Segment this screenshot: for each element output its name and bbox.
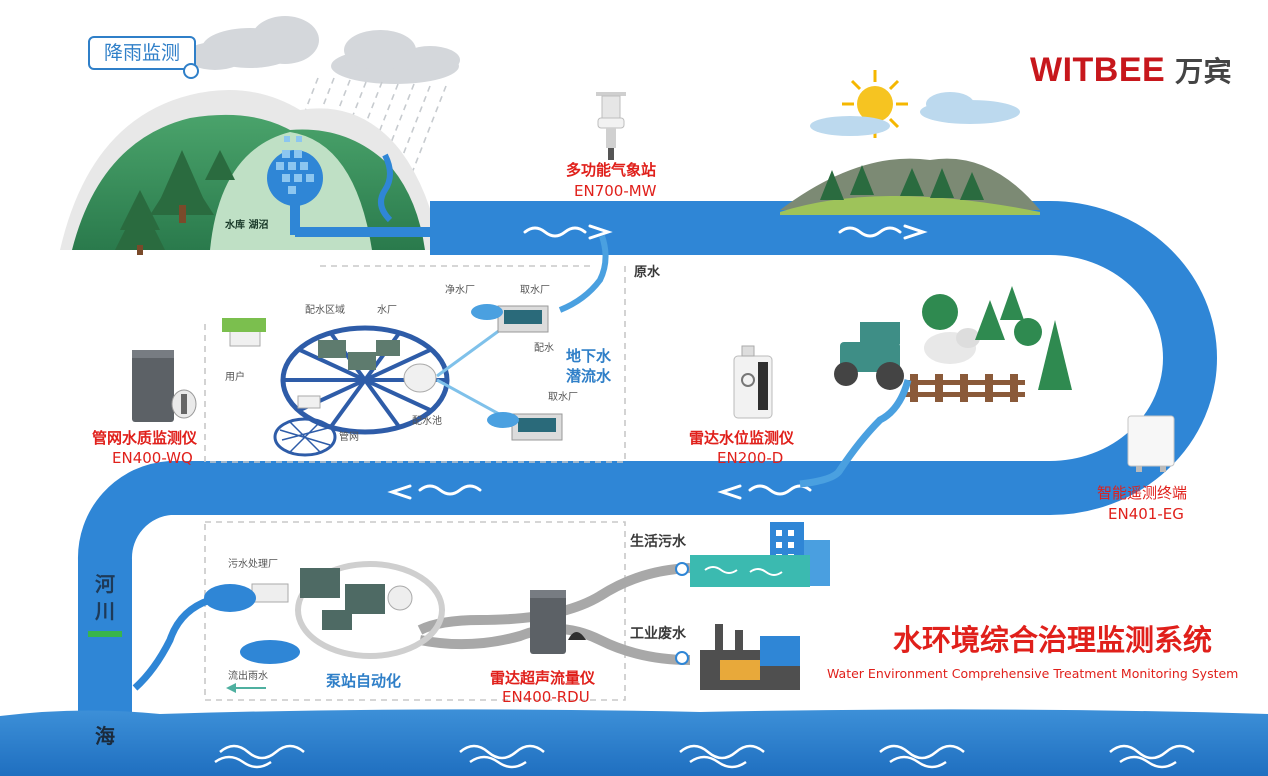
brand-cn: 万宾 — [1175, 56, 1233, 87]
distribution-area-label: 配水区域 — [305, 305, 345, 316]
sea — [0, 709, 1268, 776]
raw-water-feed — [558, 235, 609, 313]
industrial-wastewater-label: 工业废水 — [630, 626, 686, 642]
farm-scene — [799, 286, 1072, 488]
telemetry-name: 智能遥测终端 — [1097, 484, 1188, 502]
radar-level-device — [733, 345, 773, 419]
river-label-2: 川 — [95, 599, 115, 623]
clean-plant-label: 净水厂 — [445, 285, 475, 296]
weather-station-name: 多功能气象站 — [566, 161, 657, 179]
water-supply-frame — [204, 265, 626, 701]
distribution-network — [222, 304, 563, 457]
pipe-network-label: 管网 — [339, 432, 359, 443]
radar-flow-name: 雷达超声流量仪 — [490, 669, 596, 687]
distribution-label: 配水 — [534, 343, 554, 354]
intake-plant-label-2: 取水厂 — [548, 392, 578, 403]
rain-monitoring-tag: 降雨监测 — [88, 36, 196, 70]
raw-water-label: 原水 — [634, 265, 661, 280]
mountain-reservoir — [60, 90, 440, 255]
radar-level-name: 雷达水位监测仪 — [689, 429, 795, 447]
water-plant-label: 水厂 — [377, 305, 397, 316]
sewage-network — [132, 522, 830, 693]
system-title-cn: 水环境综合治理监测系统 — [893, 623, 1213, 657]
weather-station-model: EN700-MW — [574, 182, 657, 200]
reservoir-label: 水库 湖沼 — [225, 220, 269, 231]
system-title-en: Water Environment Comprehensive Treatmen… — [827, 666, 1239, 681]
pipe-quality-name: 管网水质监测仪 — [92, 429, 198, 447]
brand-logo: WITBEE 万宾 — [1030, 51, 1232, 90]
telemetry-model: EN401-EG — [1108, 505, 1184, 523]
weather-station-device — [596, 92, 626, 160]
hill-right — [780, 158, 1040, 215]
user-label: 用户 — [225, 372, 245, 383]
brand-latin: WITBEE — [1030, 51, 1166, 89]
domestic-sewage-label: 生活污水 — [630, 534, 686, 550]
reservoir-pool-label: 配水池 — [412, 416, 442, 427]
pipe-quality-model: EN400-WQ — [112, 449, 193, 467]
sea-label: 海 — [95, 724, 115, 748]
radar-flow-model: EN400-RDU — [502, 688, 590, 706]
groundwater-label-2: 潜流水 — [566, 367, 612, 385]
intake-plant-label-1: 取水厂 — [520, 285, 550, 296]
river-label-1: 河 — [95, 572, 115, 596]
radar-flow-device — [530, 590, 586, 654]
pump-station-label: 泵站自动化 — [326, 672, 402, 690]
rain-clouds — [185, 16, 460, 84]
radar-level-model: EN200-D — [717, 449, 784, 467]
stormwater-label: 流出雨水 — [228, 671, 268, 682]
sewage-plant-label: 污水处理厂 — [228, 559, 278, 570]
rain-tag-node — [183, 63, 199, 79]
pipe-quality-device — [132, 350, 197, 422]
sun — [810, 70, 1020, 138]
telemetry-device — [1127, 415, 1175, 472]
groundwater-label-1: 地下水 — [566, 347, 612, 365]
